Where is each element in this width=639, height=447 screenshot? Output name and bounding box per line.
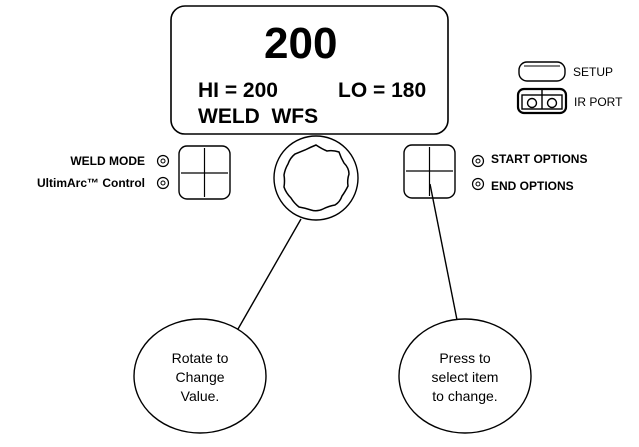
ultimarc-led bbox=[156, 176, 170, 190]
ir-port-label: IR PORT bbox=[574, 95, 623, 109]
end-options-label: END OPTIONS bbox=[491, 179, 574, 193]
display-value: 200 bbox=[264, 19, 338, 68]
lcd-display bbox=[170, 5, 449, 135]
knob-callout-line-1: Rotate to bbox=[171, 350, 229, 366]
knob-callout-line-2: Change bbox=[175, 369, 225, 385]
control-knob[interactable] bbox=[273, 135, 359, 221]
weld-mode-led bbox=[156, 154, 170, 168]
left-select-button[interactable] bbox=[178, 145, 231, 200]
knob-callout-text: Rotate to Change Value. bbox=[150, 349, 250, 406]
display-hi-value: HI = 200 bbox=[198, 79, 278, 102]
button-callout-line-2: select item bbox=[431, 369, 499, 385]
right-select-button[interactable] bbox=[403, 144, 456, 199]
knob-callout-bubble bbox=[133, 318, 267, 434]
end-options-led bbox=[471, 177, 485, 191]
button-callout-bubble bbox=[398, 318, 532, 434]
knob-callout-line-3: Value. bbox=[180, 388, 220, 404]
start-options-label: START OPTIONS bbox=[491, 152, 588, 166]
ir-port bbox=[516, 87, 568, 115]
knob-leader-line bbox=[229, 218, 302, 344]
start-options-led bbox=[471, 154, 485, 168]
display-mode: WELD WFS bbox=[198, 105, 319, 128]
setup-button[interactable] bbox=[518, 61, 566, 82]
button-callout-line-1: Press to bbox=[439, 350, 491, 366]
ultimarc-control-label: UltimArc™ Control bbox=[37, 176, 145, 190]
setup-label: SETUP bbox=[573, 65, 614, 79]
button-callout-text: Press to select item to change. bbox=[410, 349, 520, 406]
button-leader-line bbox=[429, 183, 462, 341]
button-callout-line-3: to change. bbox=[432, 388, 498, 404]
display-lo-value: LO = 180 bbox=[338, 79, 427, 102]
weld-mode-label: WELD MODE bbox=[70, 154, 145, 168]
